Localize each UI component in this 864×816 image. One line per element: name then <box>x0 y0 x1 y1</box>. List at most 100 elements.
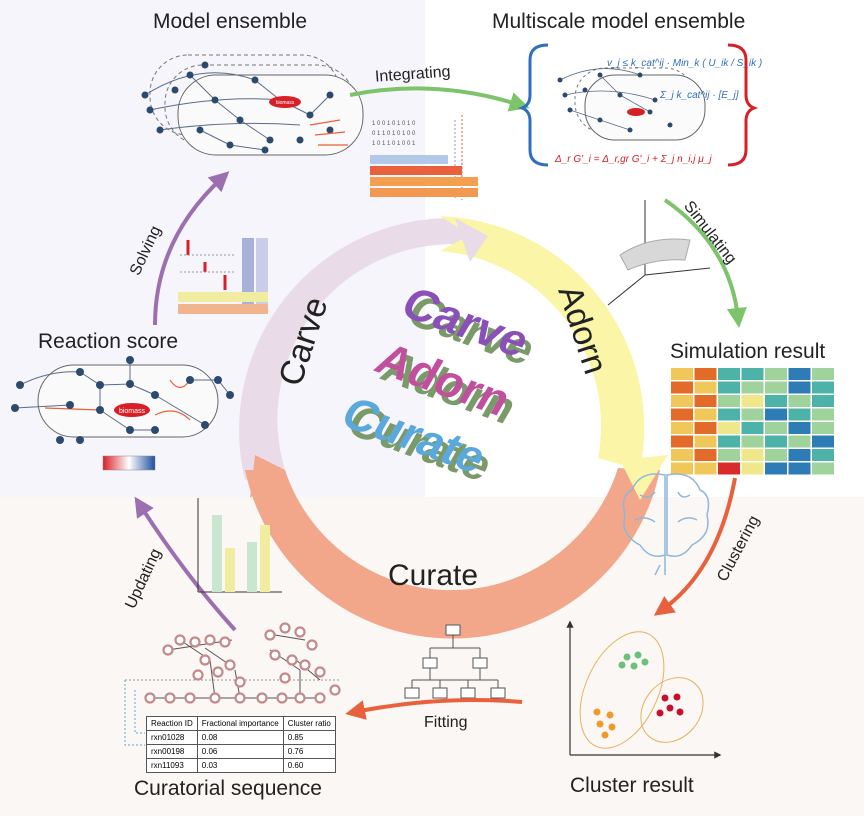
multiscale-model-ensemble-title: Multiscale model ensemble <box>492 10 746 33</box>
heatmap-cell <box>765 381 787 394</box>
svg-text:0 1 1 0 1 0 1 0 0: 0 1 1 0 1 0 1 0 0 <box>372 131 416 137</box>
adorn-segment <box>440 216 645 470</box>
curatorial-network <box>124 622 341 746</box>
heatmap-cell <box>718 395 740 407</box>
heatmap-cell <box>741 435 764 448</box>
simulation-axes <box>607 200 711 306</box>
heatmap-cell <box>741 408 764 421</box>
curate-segment <box>245 468 660 639</box>
table-cell: 0.60 <box>282 758 336 773</box>
cluster-scatter <box>566 620 722 759</box>
curatorial-table: Reaction ID Fractional importance Cluste… <box>146 716 336 773</box>
bar-chart-icon <box>197 498 282 593</box>
svg-text:1 0 0 1 0 1 0 1 0: 1 0 0 1 0 1 0 1 0 <box>372 121 416 127</box>
heatmap-cell <box>741 368 764 380</box>
curatorial-sequence-title: Curatorial sequence <box>134 777 322 800</box>
heatmap-cell <box>765 395 787 407</box>
heatmap-cell <box>812 368 834 380</box>
table-cell: 0.06 <box>196 744 284 759</box>
heatmap-cell <box>741 381 764 394</box>
multiscale-model-network <box>517 43 759 167</box>
heatmap-cell <box>788 381 811 394</box>
heatmap-cell <box>765 408 787 421</box>
heatmap-cell <box>741 449 764 461</box>
heatmap-cell <box>671 435 693 448</box>
carve-segment <box>239 217 470 480</box>
heatmap-cell <box>765 422 787 434</box>
table-row: rxn01028 0.08 0.85 <box>146 730 336 745</box>
heatmap-cell <box>694 449 717 461</box>
table-cell: 0.85 <box>282 730 336 745</box>
reaction-score-colorbar <box>102 455 156 471</box>
heatmap-cell <box>812 408 834 421</box>
simulation-result-title: Simulation result <box>670 340 826 363</box>
heatmap-cell <box>718 368 740 380</box>
heatmap-cell <box>718 462 740 475</box>
heatmap-cell <box>718 435 740 448</box>
sparse-matrix-icon <box>178 238 268 314</box>
heatmap-cell <box>694 368 717 380</box>
solving-arrow <box>153 171 230 326</box>
heatmap-cell <box>671 422 693 434</box>
flux-bound-equation: v_j ≤ k_cat^ij · Min_k ( U_ik / S_ik ) <box>607 58 762 69</box>
heatmap-cell <box>671 449 693 461</box>
model-ensemble-biomass-label: biomass <box>276 100 295 106</box>
integration-matrix: 1 0 0 1 0 1 0 1 0 0 1 1 0 1 0 1 0 0 1 0 … <box>370 115 478 200</box>
heatmap-cell <box>765 435 787 448</box>
svg-text:1 0 1 1 0 1 0 0 1: 1 0 1 1 0 1 0 0 1 <box>372 141 416 147</box>
table-cell: rxn01028 <box>146 730 198 745</box>
heatmap-cell <box>694 435 717 448</box>
updating-arrow <box>134 496 237 632</box>
heatmap-cell <box>671 368 693 380</box>
heatmap-cell <box>694 422 717 434</box>
heatmap-cell <box>788 368 811 380</box>
table-cell: rxn00198 <box>146 744 198 759</box>
simulating-arrow <box>663 198 747 328</box>
table-header-cell: Fractional importance <box>196 716 284 731</box>
table-cell: 0.03 <box>196 758 284 773</box>
table-row: rxn11093 0.03 0.60 <box>146 758 336 773</box>
heatmap-cell <box>765 449 787 461</box>
simulation-heatmap <box>671 368 834 475</box>
table-header-row: Reaction ID Fractional importance Cluste… <box>146 716 336 731</box>
cycle-ring <box>239 216 668 639</box>
heatmap-cell <box>765 368 787 380</box>
heatmap-cell <box>694 395 717 407</box>
heatmap-cell <box>788 422 811 434</box>
heatmap-cell <box>788 462 811 475</box>
table-cell: 0.08 <box>196 730 284 745</box>
curate-label: Curate <box>388 559 478 592</box>
table-row: rxn00198 0.06 0.76 <box>146 744 336 759</box>
reaction-score-network: biomass <box>11 356 234 471</box>
heatmap-cell <box>718 422 740 434</box>
heatmap-cell <box>741 395 764 407</box>
heatmap-cell <box>788 435 811 448</box>
model-ensemble-network: biomass <box>141 54 364 156</box>
heatmap-cell <box>741 462 764 475</box>
heatmap-cell <box>671 395 693 407</box>
heatmap-cell <box>718 449 740 461</box>
model-ensemble-title: Model ensemble <box>153 10 308 33</box>
heatmap-cell <box>718 381 740 394</box>
heatmap-cell <box>788 408 811 421</box>
integrating-arrow <box>349 86 530 112</box>
reaction-score-title: Reaction score <box>38 330 179 353</box>
heatmap-cell <box>765 462 787 475</box>
gibbs-equation: Δ_r G'_i = Δ_r,gr G'_i + Σ_j n_i,j μ_j <box>554 154 712 165</box>
brain-icon <box>622 473 710 576</box>
heatmap-cell <box>671 462 693 475</box>
heatmap-cell <box>788 395 811 407</box>
cluster-result-title: Cluster result <box>570 774 694 797</box>
heatmap-cell <box>694 408 717 421</box>
clustering-arrow <box>653 477 737 616</box>
heatmap-cell <box>671 408 693 421</box>
reaction-score-biomass-label: biomass <box>119 408 146 415</box>
table-header-cell: Reaction ID <box>146 716 198 731</box>
heatmap-cell <box>812 395 834 407</box>
background-bottom <box>0 497 864 816</box>
heatmap-cell <box>812 435 834 448</box>
fitting-tree-icon <box>404 624 506 699</box>
table-cell: rxn11093 <box>146 758 198 773</box>
heatmap-cell <box>812 381 834 394</box>
